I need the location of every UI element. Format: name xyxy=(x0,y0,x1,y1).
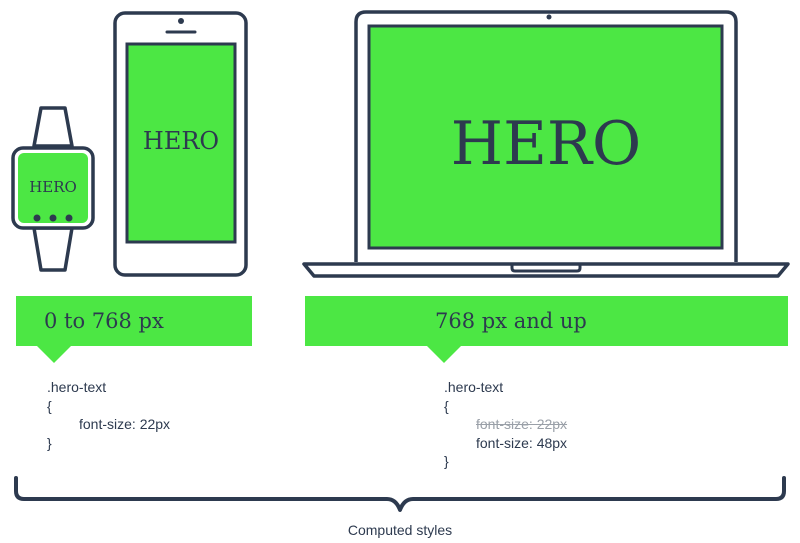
css-open-brace: { xyxy=(444,397,449,414)
css-close-brace: } xyxy=(444,453,449,469)
watch-hero-text: HERO xyxy=(29,178,77,196)
banner-pointer-small xyxy=(37,346,71,363)
css-snippet-small: .hero-text { font-size: 22px } xyxy=(47,378,170,452)
brace-caption: Computed styles xyxy=(347,522,453,538)
breakpoint-label-large: 768 px and up xyxy=(435,309,587,333)
laptop: HERO xyxy=(302,10,790,278)
laptop-screen xyxy=(367,24,724,250)
watch-dot xyxy=(49,214,57,222)
laptop-hero-text: HERO xyxy=(451,109,642,179)
watch-screen xyxy=(18,153,88,223)
smartwatch: HERO xyxy=(11,106,95,272)
banner-pointer-large xyxy=(427,346,461,363)
breakpoint-banner-small: 0 to 768 px xyxy=(16,296,252,346)
laptop-notch xyxy=(510,264,582,273)
breakpoint-banner-large: 768 px and up xyxy=(305,296,788,346)
watch-dot xyxy=(65,214,73,222)
phone-screen xyxy=(125,42,237,244)
watch-dot xyxy=(33,214,41,222)
css-declaration: font-size: 22px xyxy=(79,416,171,432)
smartphone: HERO xyxy=(113,11,248,277)
breakpoint-label-small: 0 to 768 px xyxy=(44,309,164,333)
css-selector: .hero-text xyxy=(47,379,107,395)
css-declaration: font-size: 48px xyxy=(476,434,568,451)
laptop-camera-icon xyxy=(546,14,552,20)
phone-hero-text: HERO xyxy=(143,127,219,155)
watch-strap-top xyxy=(32,106,74,148)
phone-camera-icon xyxy=(178,18,184,24)
css-selector: .hero-text xyxy=(444,379,504,395)
device-illustrations: HERO HERO HERO xyxy=(11,10,790,278)
css-snippet-large: .hero-text { font-size: 22px font-size: … xyxy=(444,378,567,471)
css-overridden-declaration: font-size: 22px xyxy=(476,416,568,432)
watch-strap-bottom xyxy=(32,226,74,272)
css-close-brace: } xyxy=(47,434,52,451)
css-open-brace: { xyxy=(47,397,52,414)
